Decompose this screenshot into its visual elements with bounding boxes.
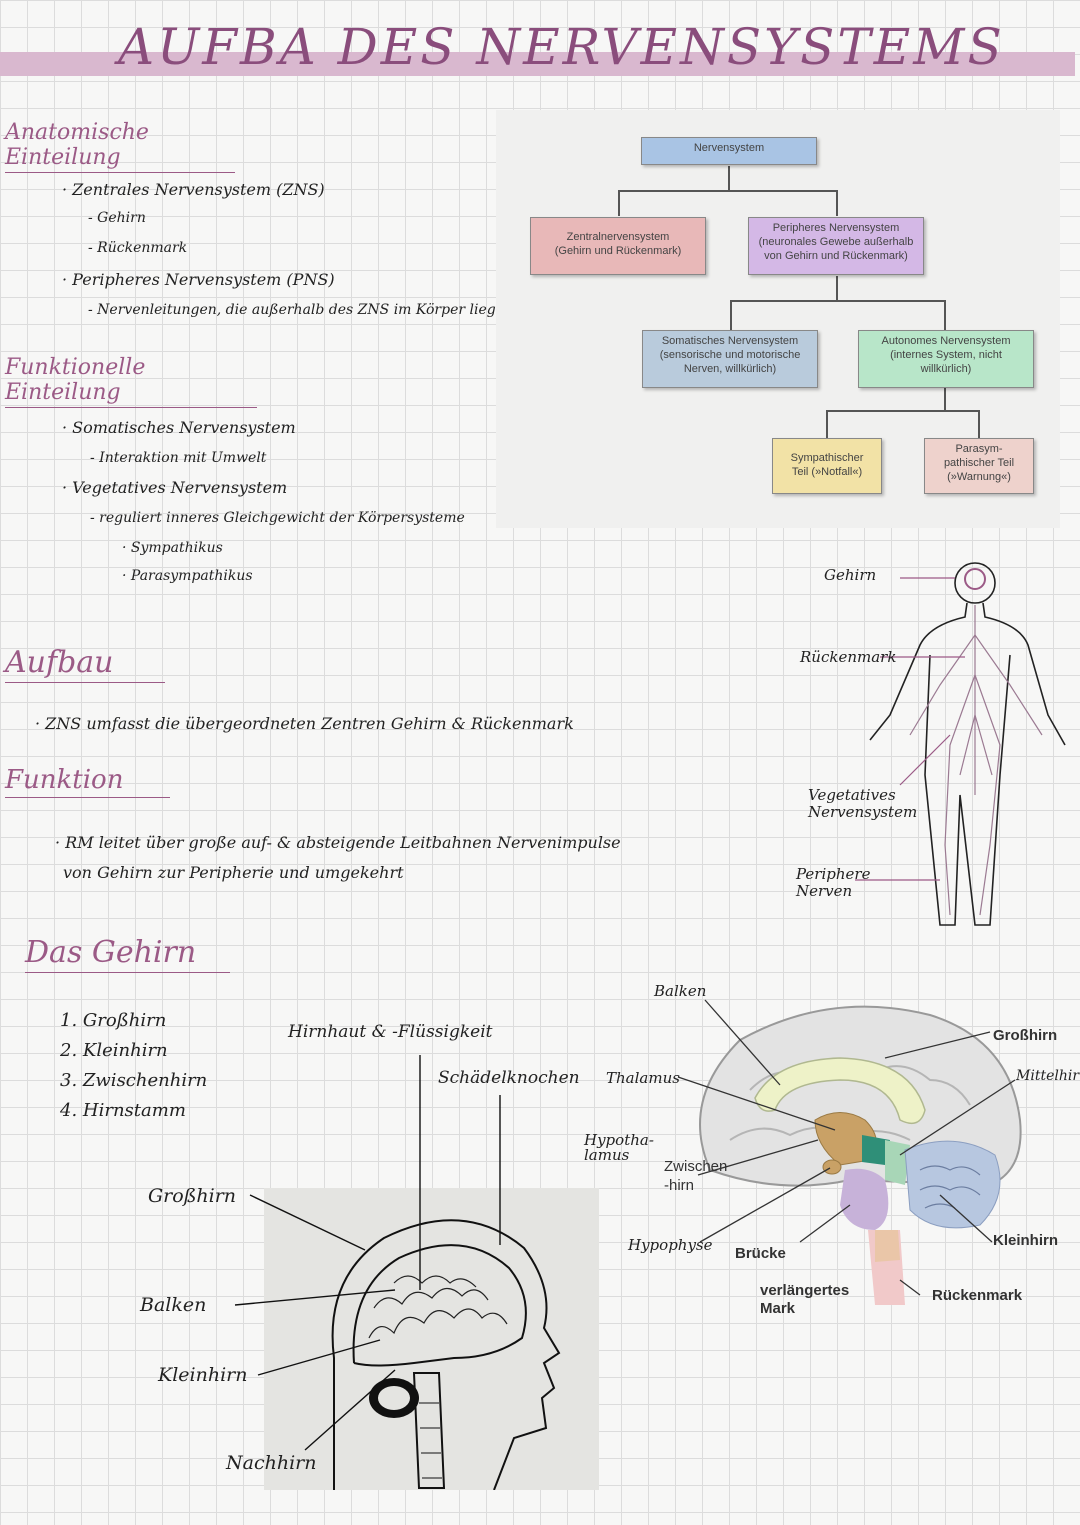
brain-anatomy-illustration [677, 999, 1022, 1305]
anatomy-label-cerebellum: Kleinhirn [993, 1232, 1059, 1249]
sketch-label-medulla: Nachhirn [226, 1452, 317, 1474]
fc-node-sympathetic: Sympathischer Teil (»Notfall«) [772, 438, 882, 494]
functional-item: - Interaktion mit Umwelt [90, 450, 267, 466]
fc-node-pns: Peripheres Nervensystem (neuronales Gewe… [748, 217, 924, 275]
fc-node-parasympathetic: Parasym- pathischer Teil (»Warnung«) [924, 438, 1034, 494]
anatomy-label-spinal: Rückenmark [932, 1287, 1023, 1304]
sketch-label-corpus: Balken [140, 1294, 207, 1316]
body-label-spinal: Rückenmark [800, 648, 897, 666]
anatomical-item: · Zentrales Nervensystem (ZNS) [62, 180, 325, 199]
anatomical-item: - Gehirn [88, 210, 146, 226]
aufbau-text: · ZNS umfasst die übergeordneten Zentren… [35, 714, 574, 733]
anatomy-label-corpus: Balken [654, 982, 707, 1000]
sketch-label-meninges: Hirnhaut & -Flüssigkeit [288, 1022, 493, 1042]
funktion-text: · RM leitet über große auf- & absteigend… [55, 833, 621, 852]
functional-heading: Funktionelle Einteilung [5, 355, 257, 408]
fc-node-root: Nervensystem [641, 137, 817, 165]
gehirn-item: 1. Großhirn [60, 1010, 167, 1031]
sketch-label-cerebrum: Großhirn [148, 1185, 237, 1207]
anatomy-label-thalamus: Thalamus [606, 1069, 680, 1087]
anatomical-heading: Anatomische Einteilung [5, 120, 235, 173]
sketch-label-cerebellum: Kleinhirn [158, 1364, 248, 1386]
anatomy-label-cerebrum: Großhirn [993, 1027, 1058, 1044]
gehirn-heading: Das Gehirn [25, 935, 230, 973]
body-label-peripheral: Periphere Nerven [796, 865, 871, 900]
anatomical-item: · Peripheres Nervensystem (PNS) [62, 270, 335, 289]
head-sketch-leaders [234, 1055, 501, 1451]
aufbau-heading: Aufbau [5, 645, 165, 683]
anatomy-label-pituitary: Hypophyse [628, 1236, 713, 1254]
fc-node-somatic: Somatisches Nervensystem (sensorische un… [642, 330, 818, 388]
anatomy-label-pons: Brücke [735, 1245, 786, 1262]
anatomical-item: - Nervenleitungen, die außerhalb des ZNS… [88, 302, 514, 318]
sketch-label-skull: Schädelknochen [438, 1068, 580, 1088]
fc-node-zns: Zentralnervensystem (Gehirn und Rückenma… [530, 217, 706, 275]
functional-item: · Parasympathikus [122, 568, 253, 584]
anatomy-label-medulla: verlängertes Mark [760, 1282, 850, 1317]
gehirn-item: 4. Hirnstamm [60, 1100, 186, 1121]
head-sketch-frame [264, 1188, 599, 1490]
functional-item: · Sympathikus [122, 540, 223, 556]
body-label-brain: Gehirn [824, 566, 877, 584]
body-label-vegetative: Vegetatives Nervensystem [808, 786, 918, 821]
funktion-heading: Funktion [5, 765, 170, 798]
anatomy-label-midbrain: Mittelhirn [1016, 1068, 1080, 1084]
page-title: AUFBA DES NERVENSYSTEMS [118, 18, 1005, 76]
anatomy-label-diencephalon: Zwischen -hirn [664, 1158, 728, 1194]
functional-item: - reguliert inneres Gleichgewicht der Kö… [90, 510, 465, 526]
functional-item: · Somatisches Nervensystem [62, 418, 296, 437]
nervous-system-body-figure [855, 562, 1066, 926]
gehirn-item: 2. Kleinhirn [60, 1040, 168, 1061]
fc-node-autonomic: Autonomes Nervensystem (internes System,… [858, 330, 1034, 388]
title-band [0, 52, 1075, 76]
anatomy-label-hypothalamus: Hypotha- lamus [584, 1131, 654, 1164]
gehirn-item: 3. Zwischenhirn [60, 1070, 208, 1091]
funktion-text: von Gehirn zur Peripherie und umgekehrt [63, 863, 404, 882]
anatomical-item: - Rückenmark [88, 240, 188, 256]
functional-item: · Vegetatives Nervensystem [62, 478, 288, 497]
head-sketch-illustration [331, 1219, 561, 1490]
